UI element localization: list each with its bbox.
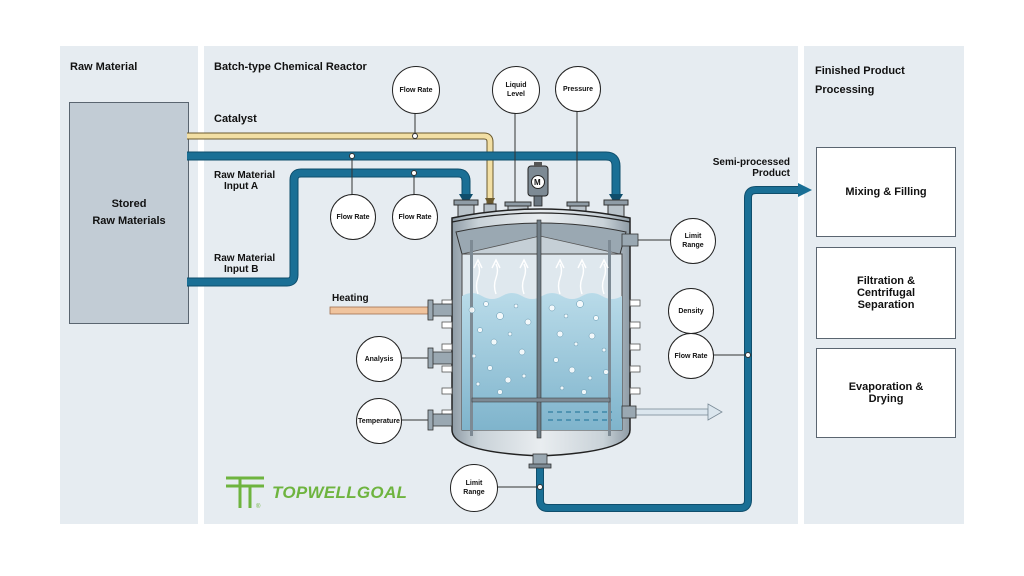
raw-material-title: Raw Material <box>70 61 138 73</box>
heating-label: Heating <box>332 293 369 304</box>
catalyst-label: Catalyst <box>214 113 257 125</box>
catalyst-pipe <box>187 132 495 208</box>
raw-material-input-a-label: Raw Material Input A <box>214 170 276 192</box>
finished-product-title: Finished Product Processing <box>815 65 905 96</box>
motor-label: M <box>534 178 541 187</box>
density-gauge[interactable]: Density <box>668 288 714 334</box>
reactor-title: Batch-type Chemical Reactor <box>214 61 367 73</box>
mixing-filling-box[interactable]: Mixing & Filling <box>816 147 956 237</box>
stored-raw-materials-box[interactable]: Stored Raw Materials <box>69 102 189 324</box>
flow-rate-input-a-gauge-2[interactable]: Flow Rate <box>392 194 438 240</box>
logo-registered-mark: ® <box>256 504 261 510</box>
filtration-centrifugal-box[interactable]: Filtration & Centrifugal Separation <box>816 247 956 339</box>
topwellgoal-logo-text: TOPWELLGOAL <box>272 483 408 502</box>
reactor-vessel <box>427 162 641 469</box>
evaporation-drying-box[interactable]: Evaporation & Drying <box>816 348 956 438</box>
heating-arrow <box>329 301 441 320</box>
flow-rate-catalyst-gauge[interactable]: Flow Rate <box>392 66 440 114</box>
vapour-arrows <box>473 258 609 295</box>
raw-material-input-b-label: Raw Material Input B <box>214 253 276 275</box>
analysis-gauge[interactable]: Analysis <box>356 336 402 382</box>
flow-rate-product-gauge[interactable]: Flow Rate <box>668 333 714 379</box>
bubbles <box>468 300 609 395</box>
topwellgoal-logo-mark <box>226 476 264 508</box>
semi-processed-product-pipe <box>536 183 812 512</box>
semi-processed-product-label: Semi-processed Product <box>712 157 790 179</box>
pressure-gauge[interactable]: Pressure <box>555 66 601 112</box>
side-outlet-arrow <box>631 403 723 421</box>
temperature-gauge[interactable]: Temperature <box>356 398 402 444</box>
flow-rate-input-a-gauge-1[interactable]: Flow Rate <box>330 194 376 240</box>
